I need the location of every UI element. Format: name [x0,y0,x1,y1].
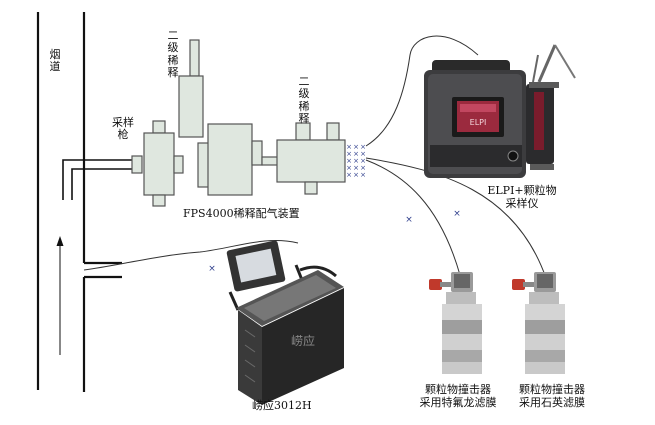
line-to-impactor-2 [365,157,547,279]
fps4000-dilution-train [131,39,346,207]
laoying-screen [235,248,277,283]
elpi-instrument: ELPI [424,44,576,178]
line-to-laoying [83,240,299,271]
secondary-dilution-2-bottom-cap [304,181,318,195]
sampling-probe [62,159,136,200]
elpi-label-line2: 采样仪 [505,196,539,210]
main-dilution-body [207,123,253,196]
impactor-quartz-label: 颗粒物撞击器 采用石英滤膜 [502,383,602,409]
svg-text:×: × [346,150,352,158]
probe-label: 采样枪 [112,116,134,142]
stage1-body [143,132,175,196]
svg-text:×: × [208,264,216,274]
svg-text:×: × [360,143,366,151]
svg-text:×: × [346,171,352,179]
fps4000-label: FPS4000稀释配气装置 [183,207,300,220]
secondary-dilution-2-right-cap [326,122,340,141]
elpi-screen-text: ELPI [470,118,487,127]
svg-text:×: × [346,143,352,151]
impactor-teflon [429,272,482,374]
stage1-bottom-cap [152,194,166,207]
impactor-quartz [512,272,565,374]
sampling-lines [83,35,547,279]
outlet-port-markers: ××× ××× ××× ××× ××× [346,143,366,179]
svg-text:×: × [360,164,366,172]
svg-text:×: × [360,171,366,179]
secondary-dilution-2-left-cap [295,122,311,141]
line-to-elpi [365,35,479,147]
impactor-teflon-label-line1: 颗粒物撞击器 [425,383,491,396]
secondary-dilution-1-body [178,75,204,138]
svg-text:×: × [453,209,461,219]
flow-arrow [56,236,64,355]
svg-text:×: × [353,143,359,151]
svg-text:×: × [360,157,366,165]
main-right-nozzle [251,140,263,166]
stage1-top-cap [152,120,166,134]
connector-pipe [261,156,279,166]
svg-text:×: × [346,157,352,165]
probe-connector [131,155,143,174]
impactor-quartz-label-line2: 采用石英滤膜 [519,395,585,409]
impactor-teflon-label-line2: 采用特氟龙滤膜 [419,395,497,409]
line-to-impactor-1 [365,159,461,276]
svg-text:×: × [353,150,359,158]
laoying-label: 崂应3012H [252,399,312,412]
secondary-dilution-2-label: 二级稀释 [298,75,310,125]
impactor-quartz-label-line1: 颗粒物撞击器 [519,383,585,396]
impactor-teflon-label: 颗粒物撞击器 采用特氟龙滤膜 [408,383,508,409]
svg-text:×: × [353,164,359,172]
svg-text:×: × [353,157,359,165]
stage1-right-nozzle [173,155,184,174]
svg-text:×: × [353,171,359,179]
laoying-body-front [238,310,262,405]
secondary-dilution-1-label: 二级稀释 [167,29,179,79]
elpi-label: ELPI+颗粒物 采样仪 [472,184,572,210]
elpi-label-line1: ELPI+颗粒物 [487,184,557,197]
svg-text:×: × [346,164,352,172]
secondary-dilution-1-tube [189,39,200,77]
elpi-port [507,150,519,162]
laoying-3012h: 崂应 [226,240,344,405]
secondary-dilution-2-body [276,139,346,183]
flue-duct [36,12,122,392]
laoying-brand-text: 崂应 [291,333,315,348]
svg-text:×: × [360,150,366,158]
svg-text:×: × [405,215,413,225]
flue-label: 烟道 [49,48,61,74]
laoying-body-side [262,288,344,405]
scattered-markers: × × × [208,209,461,274]
